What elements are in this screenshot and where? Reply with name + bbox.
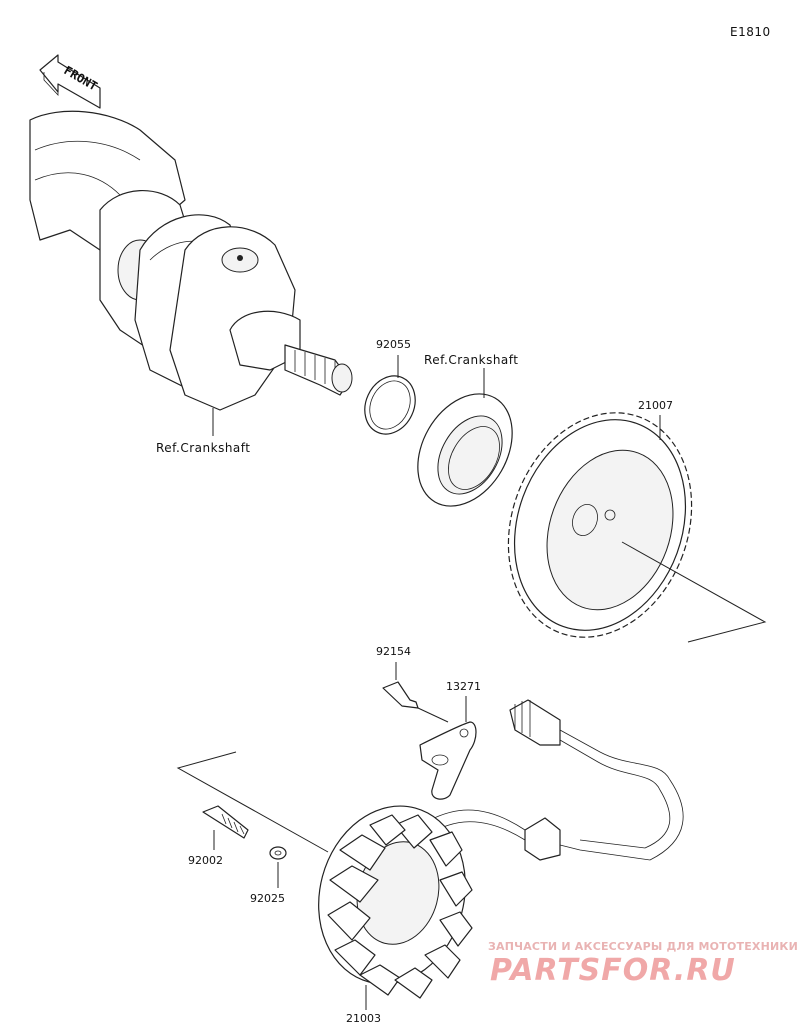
bolt-92154-icon <box>382 662 449 723</box>
rotor-21007-icon <box>507 412 767 643</box>
part-number-92055: 92055 <box>376 338 411 351</box>
ref-crankshaft-right: Ref.Crankshaft <box>424 353 519 367</box>
part-number-21007: 21007 <box>638 399 673 412</box>
watermark-tagline: ЗАПЧАСТИ И АКСЕССУАРЫ ДЛЯ МОТОТЕХНИКИ <box>488 940 798 953</box>
ring-92055-icon <box>364 355 416 435</box>
part-number-92025: 92025 <box>250 892 285 905</box>
part-number-92154: 92154 <box>376 645 411 658</box>
part-number-92002: 92002 <box>188 854 223 867</box>
ref-crankshaft-left: Ref.Crankshaft <box>156 441 251 455</box>
plate-13271-icon <box>419 696 477 800</box>
part-number-21003: 21003 <box>346 1012 381 1025</box>
part-number-13271: 13271 <box>446 680 481 693</box>
stator-21003-icon <box>176 751 473 1010</box>
bolt-92002-icon <box>202 805 249 850</box>
diagram-code: E1810 <box>730 25 771 39</box>
collar-icon <box>417 368 513 507</box>
cable-connector-icon <box>429 699 684 861</box>
crankshaft-icon <box>29 110 353 436</box>
front-arrow-icon: FRONT <box>39 54 101 109</box>
watermark-logo: PARTSFOR.RU <box>490 953 736 988</box>
washer-92025-icon <box>269 846 287 888</box>
